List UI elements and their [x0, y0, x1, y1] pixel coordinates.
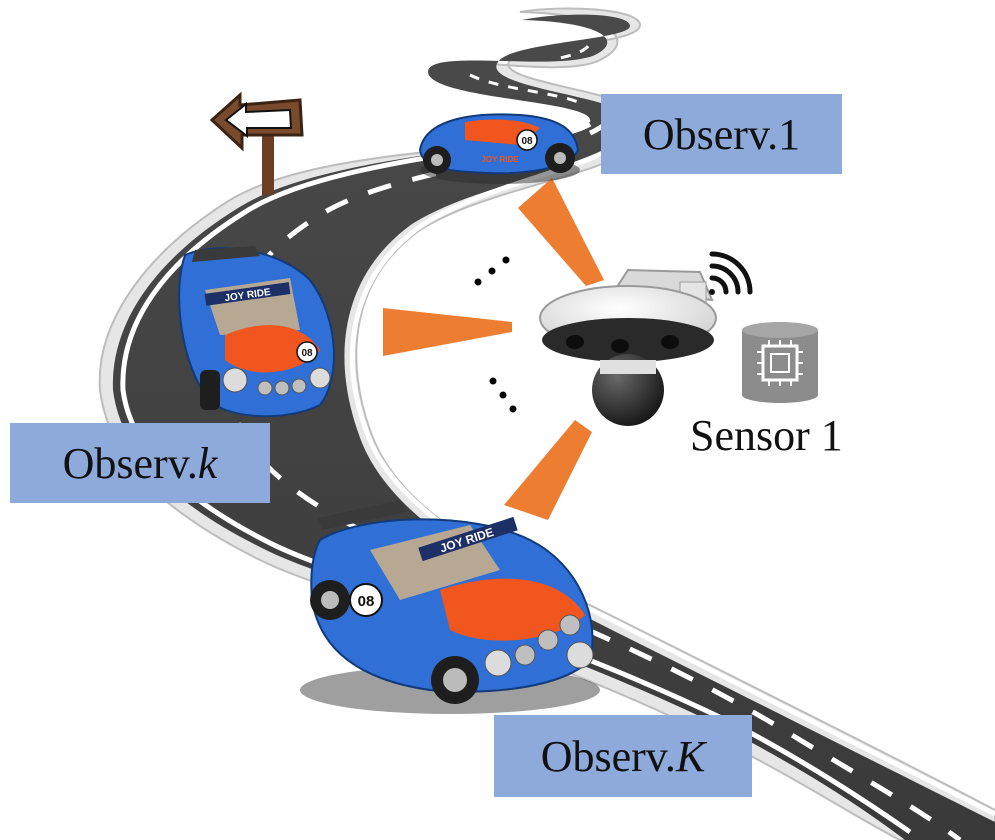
car-k-number: 08 — [301, 348, 313, 359]
car-K-number: 08 — [358, 593, 375, 610]
sensor-label: Sensor 1 — [690, 411, 843, 460]
road-edge-line-inner — [349, 127, 995, 817]
car-obs-k: JOY RIDE 08 — [178, 246, 335, 418]
label-observation-k-index: k — [197, 438, 218, 488]
label-observation-k: Observ. k — [10, 423, 270, 503]
road-surface — [112, 14, 995, 840]
label-observation-K-prefix: Observ. — [540, 731, 676, 781]
lane-far-dashes — [469, 26, 592, 107]
beam-obs-K — [504, 420, 592, 520]
ellipsis-icon — [474, 256, 517, 413]
car-1-number: 08 — [521, 136, 533, 147]
car-1-banner: JOY RIDE — [481, 155, 519, 164]
lane-center-dashes — [226, 118, 962, 840]
chip-icon — [742, 322, 818, 403]
label-observation-1-index: 1 — [778, 109, 801, 159]
signal-arc-icon — [709, 251, 753, 295]
label-observation-1: Observ. 1 — [601, 94, 842, 174]
label-observation-K: Observ. K — [494, 715, 752, 797]
label-observation-k-prefix: Observ. — [62, 438, 198, 488]
label-observation-K-index: K — [675, 731, 706, 781]
sensing-beams — [383, 178, 604, 520]
arrow-sign-icon — [209, 91, 304, 195]
beam-obs-k — [383, 308, 512, 356]
label-observation-1-prefix: Observ. — [642, 109, 779, 159]
camera-icon — [539, 268, 717, 426]
car-obs-K: JOY RIDE 08 — [300, 500, 600, 714]
beam-obs-1 — [518, 178, 604, 286]
car-obs-1: 08 JOY RIDE — [418, 113, 580, 184]
